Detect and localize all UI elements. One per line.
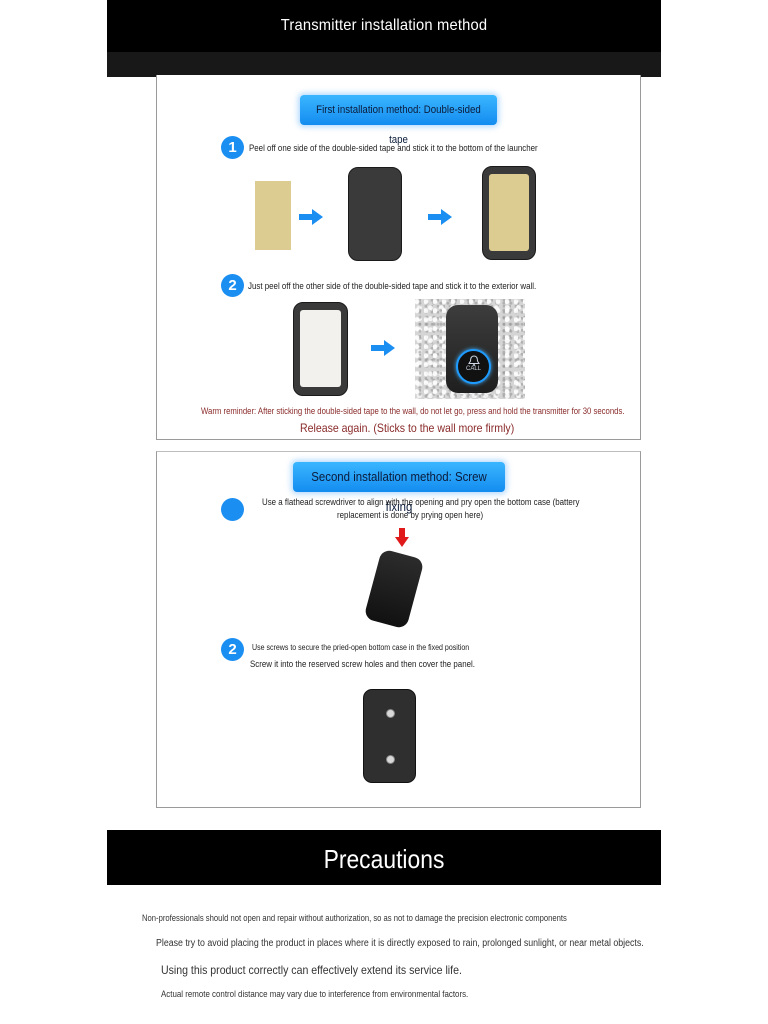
page-title: Transmitter installation method bbox=[280, 17, 488, 34]
backing-paper bbox=[300, 310, 341, 387]
header-banner: Transmitter installation method bbox=[107, 0, 661, 77]
method2-step2-badge: 2 bbox=[221, 638, 244, 661]
precaution-item-2: Please try to avoid placing the product … bbox=[156, 938, 644, 949]
arrow-right-icon bbox=[299, 209, 323, 225]
precaution-item-3: Using this product correctly can effecti… bbox=[161, 963, 462, 977]
method2-title-pill: Second installation method: Screw fixing bbox=[293, 462, 505, 514]
transmitter-with-tape bbox=[482, 166, 536, 260]
method1-title-pill: First installation method: Double-sided … bbox=[300, 95, 497, 146]
precaution-item-1: Non-professionals should not open and re… bbox=[142, 913, 567, 923]
arrow-down-icon bbox=[395, 528, 409, 547]
method2-step1-text-line2: replacement is done by prying open here) bbox=[337, 510, 484, 520]
call-label: CALL bbox=[465, 366, 481, 372]
transmitter-back bbox=[348, 167, 402, 261]
method2-title: Second installation method: Screw fixing bbox=[311, 469, 487, 514]
precautions-title: Precautions bbox=[323, 844, 445, 874]
arrow-right-icon bbox=[371, 340, 395, 356]
screw-icon bbox=[386, 755, 395, 764]
call-button: CALL bbox=[456, 349, 491, 384]
step2-badge: 2 bbox=[221, 274, 244, 297]
warning-text-line1: Warm reminder: After sticking the double… bbox=[201, 406, 625, 416]
method1-title: First installation method: Double-sided … bbox=[316, 104, 481, 146]
arrow-right-icon bbox=[428, 209, 452, 225]
warning-text-line2: Release again. (Sticks to the wall more … bbox=[300, 421, 515, 435]
precaution-item-4: Actual remote control distance may vary … bbox=[161, 989, 469, 999]
tape-sheet bbox=[255, 181, 291, 250]
transmitter-white-backing bbox=[293, 302, 348, 396]
precautions-banner: Precautions bbox=[107, 830, 661, 885]
bell-icon bbox=[467, 355, 480, 366]
method2-step1-text-line1: Use a flathead screwdriver to align with… bbox=[262, 497, 580, 507]
method2-step2-text-line2: Screw it into the reserved screw holes a… bbox=[250, 659, 475, 669]
method1-step1-text: Peel off one side of the double-sided ta… bbox=[249, 143, 538, 153]
bottom-case-with-screws bbox=[363, 689, 416, 783]
step1-badge: 1 bbox=[221, 136, 244, 159]
method2-step2-text-line1: Use screws to secure the pried-open bott… bbox=[252, 643, 470, 652]
method1-step2-text: Just peel off the other side of the doub… bbox=[248, 281, 537, 291]
screw-icon bbox=[386, 709, 395, 718]
tape-on-device bbox=[489, 174, 529, 251]
header-shade bbox=[107, 52, 661, 77]
method2-step1-badge bbox=[221, 498, 244, 521]
